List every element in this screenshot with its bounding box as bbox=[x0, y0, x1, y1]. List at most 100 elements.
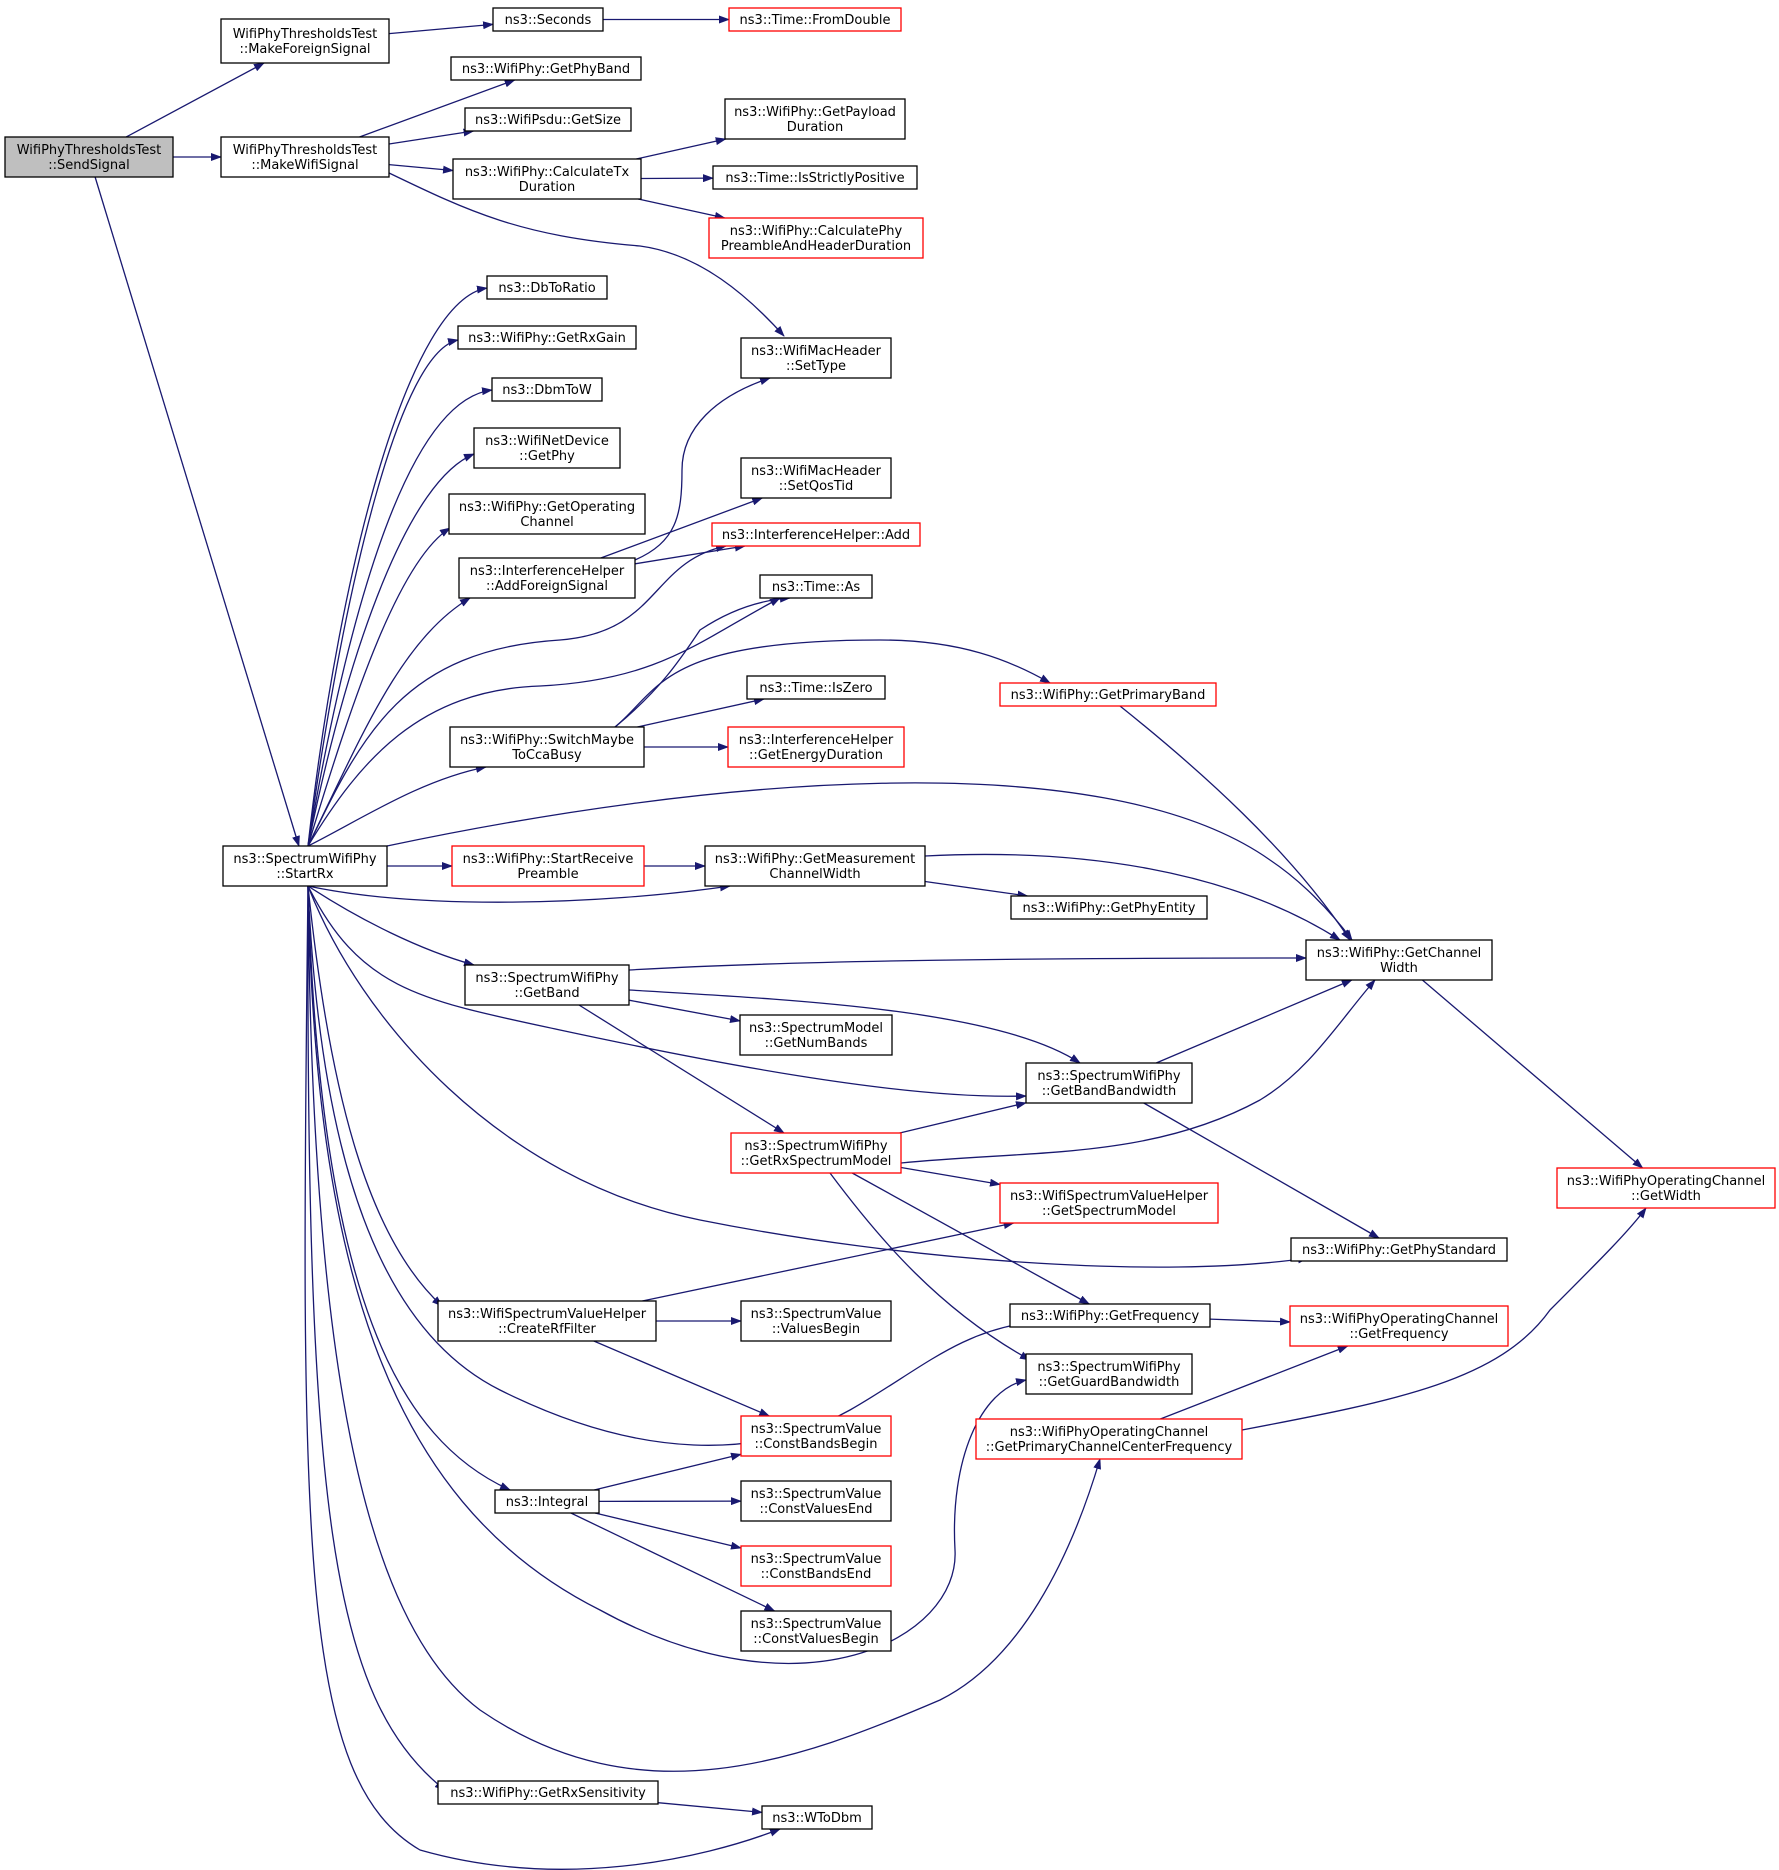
node-box bbox=[473, 427, 621, 469]
node-svConstBandsEnd[interactable]: ns3::SpectrumValue::ConstBandsEnd bbox=[740, 1545, 892, 1587]
node-box bbox=[1010, 895, 1208, 920]
edge-arrow bbox=[594, 1512, 742, 1550]
edge-startRx-to-getGuardBw bbox=[307, 885, 1027, 1665]
node-dbToRatio[interactable]: ns3::DbToRatio bbox=[486, 275, 608, 300]
edge-arrow bbox=[307, 885, 1309, 1268]
node-label: ns3::WifiPhy::GetPhyBand bbox=[462, 62, 630, 77]
edge-arrow bbox=[614, 594, 791, 728]
node-label: ns3::WifiPhyOperatingChannel bbox=[1300, 1312, 1499, 1327]
node-label: ns3::SpectrumWifiPhy bbox=[475, 971, 618, 986]
node-makeWifi[interactable]: WifiPhyThresholdsTest::MakeWifiSignal bbox=[220, 136, 390, 178]
node-opChGetFreq[interactable]: ns3::WifiPhyOperatingChannel::GetFrequen… bbox=[1289, 1305, 1509, 1347]
node-getPhyBand[interactable]: ns3::WifiPhy::GetPhyBand bbox=[450, 56, 642, 81]
node-isStrictlyPos[interactable]: ns3::Time::IsStrictlyPositive bbox=[712, 165, 918, 190]
edge-addForeign-to-ihAdd bbox=[634, 543, 746, 565]
node-label: WifiPhyThresholdsTest bbox=[233, 143, 378, 158]
node-label: ::ConstValuesBegin bbox=[753, 1632, 878, 1647]
edge-startRx-to-getRxSens bbox=[307, 885, 446, 1791]
node-dbmToW[interactable]: ns3::DbmToW bbox=[491, 377, 603, 402]
node-label: WifiPhyThresholdsTest bbox=[233, 27, 378, 42]
node-box bbox=[448, 493, 646, 535]
node-getPhyEntity[interactable]: ns3::WifiPhy::GetPhyEntity bbox=[1010, 895, 1208, 920]
node-label: ns3::WifiPhy::GetOperating bbox=[459, 500, 635, 515]
node-getEnergyDur[interactable]: ns3::InterferenceHelper::GetEnergyDurati… bbox=[727, 726, 905, 768]
edge-opChPrimCenter-to-opChGetFreq bbox=[1160, 1345, 1349, 1420]
node-svConstBandsBegin[interactable]: ns3::SpectrumValue::ConstBandsBegin bbox=[740, 1415, 892, 1457]
node-svConstValuesBegin[interactable]: ns3::SpectrumValue::ConstValuesBegin bbox=[740, 1610, 892, 1652]
node-opChGetWidth[interactable]: ns3::WifiPhyOperatingChannel::GetWidth bbox=[1556, 1167, 1776, 1209]
edge-sendSignal-to-makeForeign bbox=[125, 62, 265, 138]
node-opChPrimCenter[interactable]: ns3::WifiPhyOperatingChannel::GetPrimary… bbox=[975, 1418, 1243, 1460]
edge-arrow bbox=[307, 885, 1035, 1446]
node-psduGetSize[interactable]: ns3::WifiPsdu::GetSize bbox=[464, 107, 632, 132]
node-label: Duration bbox=[787, 120, 843, 135]
node-startRx[interactable]: ns3::SpectrumWifiPhy::StartRx bbox=[222, 845, 388, 887]
node-label: ns3::WifiPhy::GetMeasurement bbox=[715, 852, 915, 867]
node-box bbox=[452, 158, 642, 200]
node-sendSignal[interactable]: WifiPhyThresholdsTest::SendSignal bbox=[4, 136, 174, 178]
node-label: ns3::WifiPhy::StartReceive bbox=[463, 852, 634, 867]
edge-arrow bbox=[628, 954, 1307, 971]
edge-sendSignal-to-startRx bbox=[94, 176, 300, 847]
node-getBandBw[interactable]: ns3::SpectrumWifiPhy::GetBandBandwidth bbox=[1025, 1062, 1193, 1104]
node-smGetNumBands[interactable]: ns3::SpectrumModel::GetNumBands bbox=[739, 1014, 893, 1056]
node-box bbox=[740, 1610, 892, 1652]
edge-integral-to-svConstValuesBegin bbox=[570, 1512, 776, 1612]
edge-createRf-to-svConstBandsBegin bbox=[593, 1340, 771, 1417]
node-addForeign[interactable]: ns3::InterferenceHelper::AddForeignSigna… bbox=[458, 557, 636, 599]
edge-arrow bbox=[634, 543, 746, 565]
node-swpGetBand[interactable]: ns3::SpectrumWifiPhy::GetBand bbox=[464, 964, 630, 1006]
node-box bbox=[728, 7, 902, 32]
node-createRf[interactable]: ns3::WifiSpectrumValueHelper::CreateRfFi… bbox=[437, 1300, 657, 1342]
node-getPrimaryBand[interactable]: ns3::WifiPhy::GetPrimaryBand bbox=[999, 682, 1217, 707]
node-setQosTid[interactable]: ns3::WifiMacHeader::SetQosTid bbox=[740, 457, 892, 499]
edge-arrow bbox=[900, 1166, 1001, 1187]
node-wToDbm[interactable]: ns3::WToDbm bbox=[761, 1805, 873, 1830]
node-box bbox=[491, 377, 603, 402]
node-calcPreamble[interactable]: ns3::WifiPhy::CalculatePhyPreambleAndHea… bbox=[708, 217, 924, 259]
node-setType[interactable]: ns3::WifiMacHeader::SetType bbox=[740, 337, 892, 379]
edge-arrow bbox=[307, 285, 488, 847]
edge-makeWifi-to-getPhyBand bbox=[359, 79, 516, 138]
edge-swpGetBand-to-getRxSpecModel bbox=[578, 1004, 785, 1134]
edge-makeWifi-to-setType bbox=[386, 171, 785, 337]
edge-makeWifi-to-calcTxDur bbox=[388, 163, 454, 174]
edge-startRx-to-getOpChannel bbox=[307, 527, 451, 847]
node-label: ns3::InterferenceHelper bbox=[470, 564, 625, 579]
node-getFrequency[interactable]: ns3::WifiPhy::GetFrequency bbox=[1009, 1303, 1211, 1328]
node-makeForeign[interactable]: WifiPhyThresholdsTest::MakeForeignSignal bbox=[220, 18, 390, 64]
edge-getBandBw-to-getChannelWidth bbox=[1155, 979, 1353, 1064]
node-getPhyStandard[interactable]: ns3::WifiPhy::GetPhyStandard bbox=[1290, 1237, 1508, 1262]
node-label: ns3::WifiPhy::CalculatePhy bbox=[730, 224, 903, 239]
node-label: ::SetType bbox=[786, 359, 846, 374]
node-label: ::GetPrimaryChannelCenterFrequency bbox=[986, 1440, 1233, 1455]
node-getRxSpecModel[interactable]: ns3::SpectrumWifiPhy::GetRxSpectrumModel bbox=[730, 1132, 902, 1174]
edge-getRxSpecModel-to-getFrequency bbox=[851, 1172, 1091, 1305]
node-getRxSens[interactable]: ns3::WifiPhy::GetRxSensitivity bbox=[437, 1780, 659, 1805]
node-seconds[interactable]: ns3::Seconds bbox=[492, 7, 604, 32]
node-svConstValuesEnd[interactable]: ns3::SpectrumValue::ConstValuesEnd bbox=[740, 1480, 892, 1522]
node-integral[interactable]: ns3::Integral bbox=[494, 1489, 600, 1514]
node-getGuardBw[interactable]: ns3::SpectrumWifiPhy::GetGuardBandwidth bbox=[1025, 1353, 1193, 1395]
node-svValuesBegin[interactable]: ns3::SpectrumValue::ValuesBegin bbox=[740, 1300, 892, 1342]
node-label: ::GetGuardBandwidth bbox=[1039, 1375, 1180, 1390]
node-timeAs[interactable]: ns3::Time::As bbox=[759, 574, 873, 599]
node-box bbox=[464, 964, 630, 1006]
node-netDevGetPhy[interactable]: ns3::WifiNetDevice::GetPhy bbox=[473, 427, 621, 469]
node-timeIsZero[interactable]: ns3::Time::IsZero bbox=[746, 675, 886, 700]
edge-arrow bbox=[851, 1172, 1091, 1305]
node-label: ::SetQosTid bbox=[779, 479, 853, 494]
node-ihAdd[interactable]: ns3::InterferenceHelper::Add bbox=[711, 522, 921, 547]
node-wsvhGetSpecModel[interactable]: ns3::WifiSpectrumValueHelper::GetSpectru… bbox=[999, 1182, 1219, 1224]
edge-startRx-to-getMeasChWidth bbox=[307, 883, 731, 903]
node-getRxGain[interactable]: ns3::WifiPhy::GetRxGain bbox=[457, 325, 637, 350]
edge-startRx-to-wToDbm bbox=[304, 885, 781, 1870]
node-fromDouble[interactable]: ns3::Time::FromDouble bbox=[728, 7, 902, 32]
